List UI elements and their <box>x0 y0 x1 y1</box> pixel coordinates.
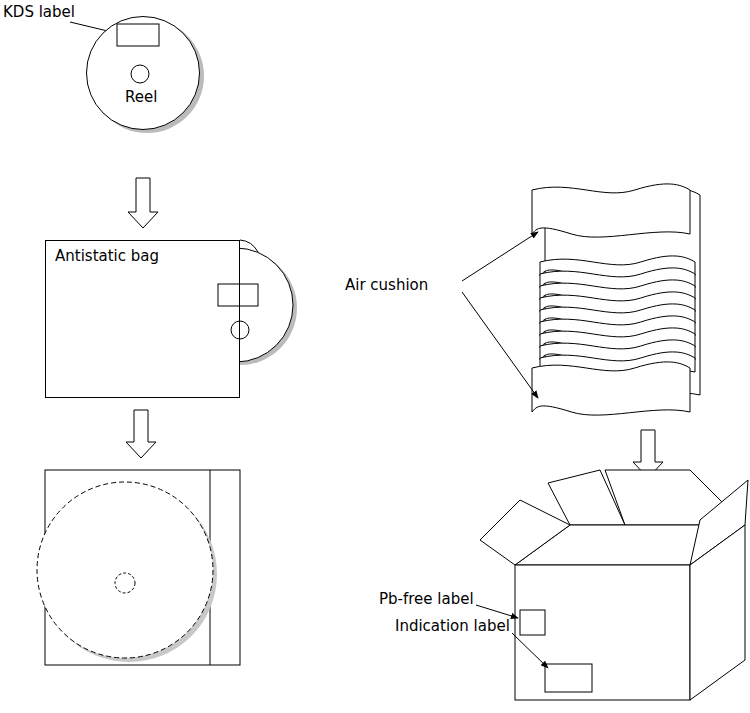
air-cushion <box>532 184 700 415</box>
flow-arrow <box>126 410 156 458</box>
leader-line <box>462 292 538 398</box>
part-label: KDS label <box>3 3 75 21</box>
part-label: Indication label <box>395 617 510 635</box>
antistatic-bag: Antistatic bag <box>45 240 240 398</box>
carton <box>480 470 748 700</box>
bag-name: Antistatic bag <box>55 247 159 265</box>
leader-line <box>512 633 548 668</box>
reel-outline <box>86 16 208 138</box>
reel-case <box>37 470 240 665</box>
flow-arrow <box>128 178 158 228</box>
part-label: Pb-free label <box>379 590 474 608</box>
bagged-reel <box>179 240 297 365</box>
leader-line <box>476 605 518 618</box>
part-label: Air cushion <box>345 276 428 294</box>
part-name: Reel <box>125 88 157 106</box>
reel: Reel <box>86 16 200 130</box>
leader-line <box>462 232 538 281</box>
